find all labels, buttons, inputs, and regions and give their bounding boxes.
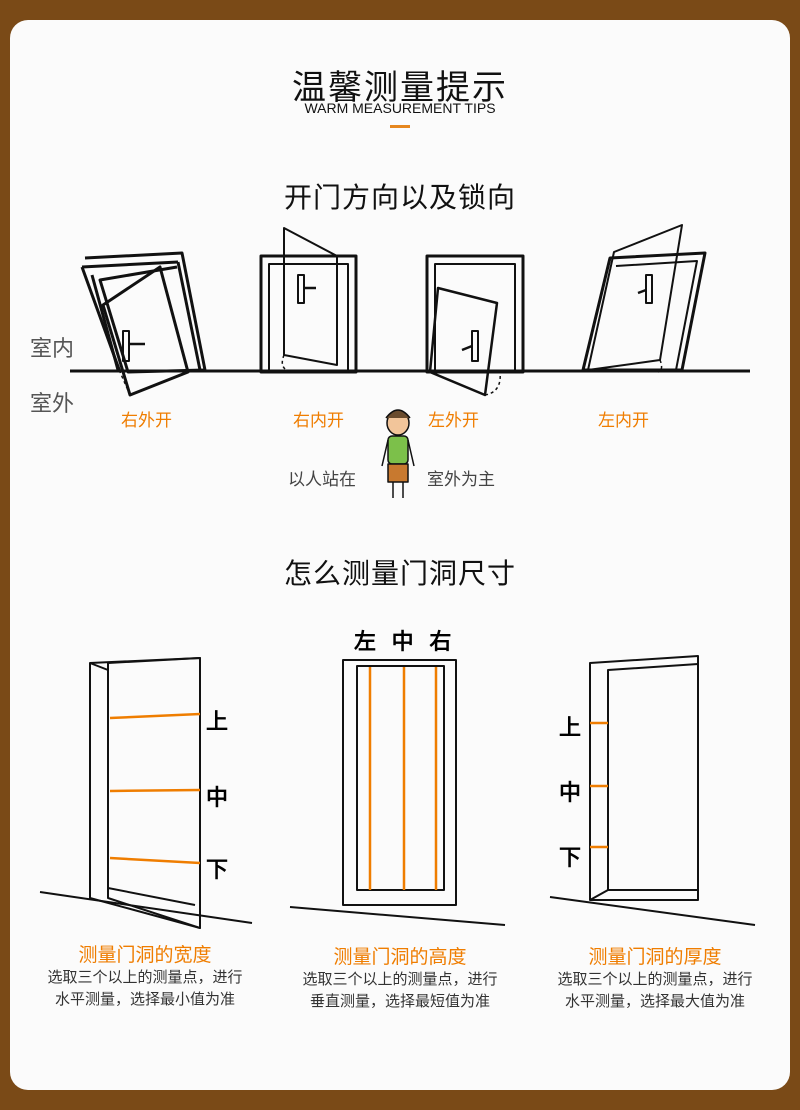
- door-right-inward: [259, 227, 358, 374]
- door-right-outward: [80, 251, 207, 397]
- door-left-inward: [581, 224, 707, 373]
- title-accent-bar: [390, 125, 410, 128]
- caption-line: 选取三个以上的测量点，进行: [557, 970, 753, 988]
- door-label-right-inward: 右内开: [293, 411, 344, 431]
- caption-line: 水平测量，选择最大值为准: [564, 992, 745, 1010]
- content-card: 温馨测量提示 WARM MEASUREMENT TIPS 开门方向以及锁向: [10, 20, 790, 1090]
- door-label-left-outward: 左外开: [428, 411, 479, 431]
- caption-title-height: 测量门洞的高度: [333, 946, 467, 968]
- caption-line: 选取三个以上的测量点，进行: [302, 970, 498, 988]
- door-label-right-outward: 右外开: [121, 411, 172, 431]
- caption-line: 垂直测量，选择最短值为准: [309, 992, 490, 1010]
- caption-line: 水平测量，选择最小值为准: [54, 990, 235, 1008]
- boy-figure-icon: [381, 409, 415, 498]
- width-line-top: [109, 712, 201, 720]
- page-title: 温馨测量提示: [292, 68, 508, 108]
- width-mark-middle: 中: [206, 786, 229, 811]
- caption-body-height: 选取三个以上的测量点，进行 垂直测量，选择最短值为准: [275, 968, 525, 1012]
- height-position-labels: 左 中 右: [354, 630, 456, 655]
- door-label-left-inward: 左内开: [598, 411, 649, 431]
- caption-line: 选取三个以上的测量点，进行: [47, 968, 243, 986]
- caption-body-thickness: 选取三个以上的测量点，进行 水平测量，选择最大值为准: [530, 968, 780, 1012]
- caption-title-thickness: 测量门洞的厚度: [588, 946, 722, 968]
- caption-body-width: 选取三个以上的测量点，进行 水平测量，选择最小值为准: [20, 966, 270, 1010]
- width-line-middle: [109, 788, 201, 793]
- section-heading-measure: 怎么测量门洞尺寸: [283, 557, 516, 590]
- height-door-frame: [289, 659, 506, 926]
- width-mark-bottom: 下: [206, 858, 229, 883]
- thickness-mark-top: 上: [559, 716, 582, 741]
- width-mark-top: 上: [206, 710, 229, 735]
- thickness-mark-middle: 中: [559, 781, 582, 806]
- page-subtitle: WARM MEASUREMENT TIPS: [304, 100, 496, 116]
- caption-title-width: 测量门洞的宽度: [78, 944, 212, 966]
- indoor-label: 室内: [30, 337, 75, 362]
- door-left-outward: [425, 254, 525, 397]
- note-right: 室外为主: [427, 470, 495, 490]
- note-left: 以人站在: [288, 470, 356, 490]
- outdoor-label: 室外: [30, 392, 75, 417]
- section-heading-door-direction: 开门方向以及锁向: [283, 181, 516, 214]
- thickness-mark-bottom: 下: [559, 846, 582, 871]
- door-direction-illustration: [70, 224, 750, 498]
- width-line-bottom: [109, 856, 201, 865]
